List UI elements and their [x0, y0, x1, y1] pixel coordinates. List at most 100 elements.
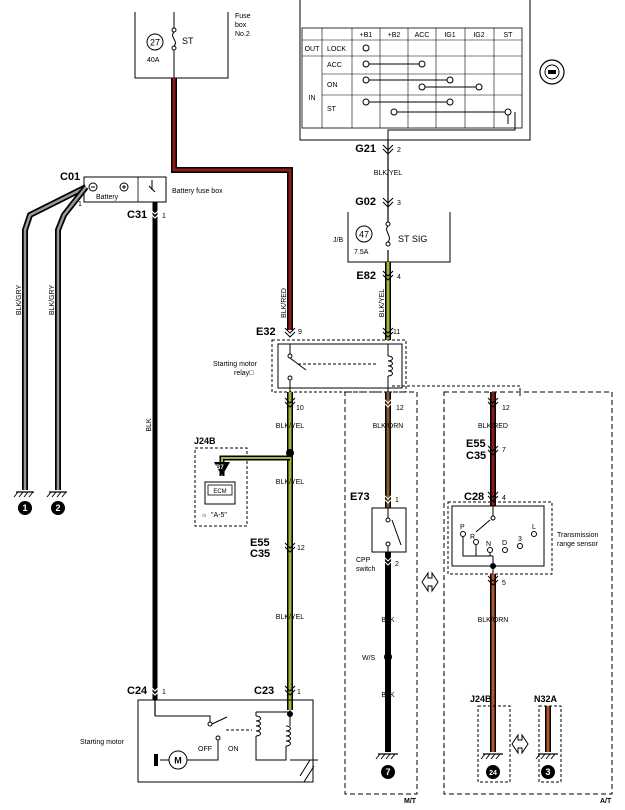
- wire-label-at-red: BLK/RED: [478, 423, 508, 430]
- connector-e32: E32: [256, 326, 276, 338]
- connector-c23-pin: 1: [297, 689, 301, 696]
- trs-pos-n: N: [486, 541, 491, 548]
- ground-2: 2: [46, 491, 67, 515]
- connector-g02-pin: 3: [397, 200, 401, 207]
- fuse-box-label: Fuse: [235, 13, 251, 20]
- ground-1: 1: [13, 491, 34, 515]
- battery-label: Battery: [96, 194, 119, 201]
- connector-e82-pin: 4: [397, 274, 401, 281]
- wire-label-mt-blk1: BLK: [381, 617, 395, 624]
- motor-label: M: [174, 756, 182, 766]
- ignition-key-icon: [539, 59, 565, 85]
- splice-ws: [384, 653, 392, 661]
- connector-c35-at: C35: [466, 450, 486, 462]
- connector-c31-pin: 1: [162, 213, 166, 220]
- wire-relay-to-starter: 10 BLK/YEL BLK/YEL E55 C35 12 BLK/YEL C2…: [250, 392, 305, 710]
- connector-at-top-pin: 12: [502, 405, 510, 412]
- wire-label-g21-e82: BLK/YEL: [374, 170, 403, 177]
- mt-at-toggle-icon: [421, 571, 439, 593]
- ws-label: W/S: [362, 655, 376, 662]
- wire-label-e82-e32: BLK/YEL: [379, 289, 386, 318]
- ground-7-label: 7: [385, 767, 390, 777]
- wire-fuse-to-relay: BLK/RED: [171, 78, 293, 330]
- trs-contacts: [460, 531, 537, 553]
- motor-icon: [168, 750, 188, 770]
- ground-1-label: 1: [22, 503, 27, 513]
- trs-label: Transmission: [557, 532, 598, 539]
- fuse-box-label-2: box: [235, 22, 247, 29]
- ig-header-acc: ACC: [415, 32, 430, 39]
- fuse-47-circle: [355, 225, 373, 243]
- ig-row-on: ON: [327, 82, 338, 89]
- trs-pos-3: 3: [518, 536, 522, 543]
- ig-row-st: ST: [327, 106, 337, 113]
- wire-battery-to-starter: C31 1 BLK C24 1: [127, 202, 166, 700]
- starter-on-label: ON: [228, 746, 239, 753]
- starter-coil-2: [285, 725, 291, 747]
- wire-label-relay-starter2: BLK/YEL: [276, 479, 305, 486]
- wire-label-mt-orn: BLK/ORN: [373, 423, 404, 430]
- starter-label: Starting motor: [80, 739, 125, 746]
- battery-fuse-box-label: Battery fuse box: [172, 188, 223, 195]
- connector-g21-pin: 2: [397, 147, 401, 154]
- connector-e32-pin-11: 11: [393, 329, 400, 336]
- cpp-label-2: switch: [356, 566, 376, 573]
- connector-c24-pin: 1: [162, 689, 166, 696]
- ig-in-label: IN: [309, 95, 316, 102]
- fuse-27-name: ST: [182, 36, 194, 46]
- connector-e73: E73: [350, 491, 370, 503]
- connector-e55-mt-pin: 12: [297, 545, 305, 552]
- connector-c28-pin-5: 5: [502, 580, 506, 587]
- connector-relay-pin-10: 10: [296, 405, 304, 412]
- wire-e82-to-e32: E82 4 BLK/YEL: [356, 262, 401, 342]
- wire-label-mt-blk2: BLK: [381, 692, 395, 699]
- fuse-47-rating: 7.5A: [354, 249, 369, 256]
- connector-c35-mt: C35: [250, 548, 270, 560]
- mt-label: M/T: [404, 798, 417, 805]
- jb-label: J/B: [333, 237, 343, 244]
- fuse-27-number-circle: [146, 33, 164, 51]
- connector-c01: C01: [60, 171, 80, 183]
- connector-c24: C24: [127, 685, 148, 697]
- ig-row-lock: LOCK: [327, 46, 346, 53]
- ig-header-ig2: IG2: [473, 32, 484, 39]
- ecm-icon: [204, 481, 236, 505]
- junction-block: J/B 47 7.5A ST SIG: [333, 212, 451, 263]
- trs-pos-p: P: [460, 524, 465, 531]
- at-label: A/T: [600, 798, 612, 805]
- connector-g02: G02: [355, 196, 376, 208]
- connector-g21: G21: [355, 143, 376, 155]
- trs-label-2: range sensor: [557, 541, 599, 548]
- connector-e73-pin-1: 1: [395, 497, 399, 504]
- wire-battery-ground: BLK/GRY BLK/GRY: [16, 184, 89, 490]
- relay-label-2: relay□: [234, 370, 254, 377]
- ig-out-label: OUT: [305, 46, 321, 53]
- relay-label: Starting motor: [213, 361, 258, 368]
- fuse-box-no2: 27 40A ST Fuse box No.2: [134, 12, 251, 79]
- wire-label-fuse-relay: BLK/RED: [281, 288, 288, 318]
- connector-c28-pin-4: 4: [502, 495, 506, 502]
- starter-off-label: OFF: [198, 746, 212, 753]
- ecm-pin: B7: [216, 465, 224, 471]
- ig-row-acc: ACC: [327, 62, 342, 69]
- trs-pos-l: L: [532, 524, 536, 531]
- ground-3-label: 3: [545, 767, 550, 777]
- connector-c01-pin: 1: [78, 201, 82, 208]
- fuse-47-name: ST SIG: [398, 234, 427, 244]
- connector-e73-pin-2: 2: [395, 561, 399, 568]
- connector-c28: C28: [464, 491, 484, 503]
- fuse-box-label-3: No.2: [235, 31, 250, 38]
- battery-fuse-box: C01 Battery Battery fuse box 1: [60, 171, 223, 208]
- ground-24-label: 24: [489, 770, 497, 777]
- connector-relay-pin-12: 12: [396, 405, 404, 412]
- wire-label-battery-gry2: BLK/GRY: [49, 285, 56, 316]
- wire-label-at-orn: BLK/ORN: [478, 617, 509, 624]
- connector-e55-at-pin: 7: [502, 447, 506, 454]
- ig-header-b2: +B2: [388, 32, 401, 39]
- connector-e55-mt: E55: [250, 537, 270, 549]
- starting-motor: Starting motor OFF ON M: [80, 699, 318, 783]
- ecm-ref: "A-5": [211, 512, 227, 519]
- connector-j24b-bottom: J24B: [470, 694, 492, 704]
- mt-section: M/T 12 BLK/ORN E73 1 CPP switch 2 BLK W/…: [344, 391, 418, 805]
